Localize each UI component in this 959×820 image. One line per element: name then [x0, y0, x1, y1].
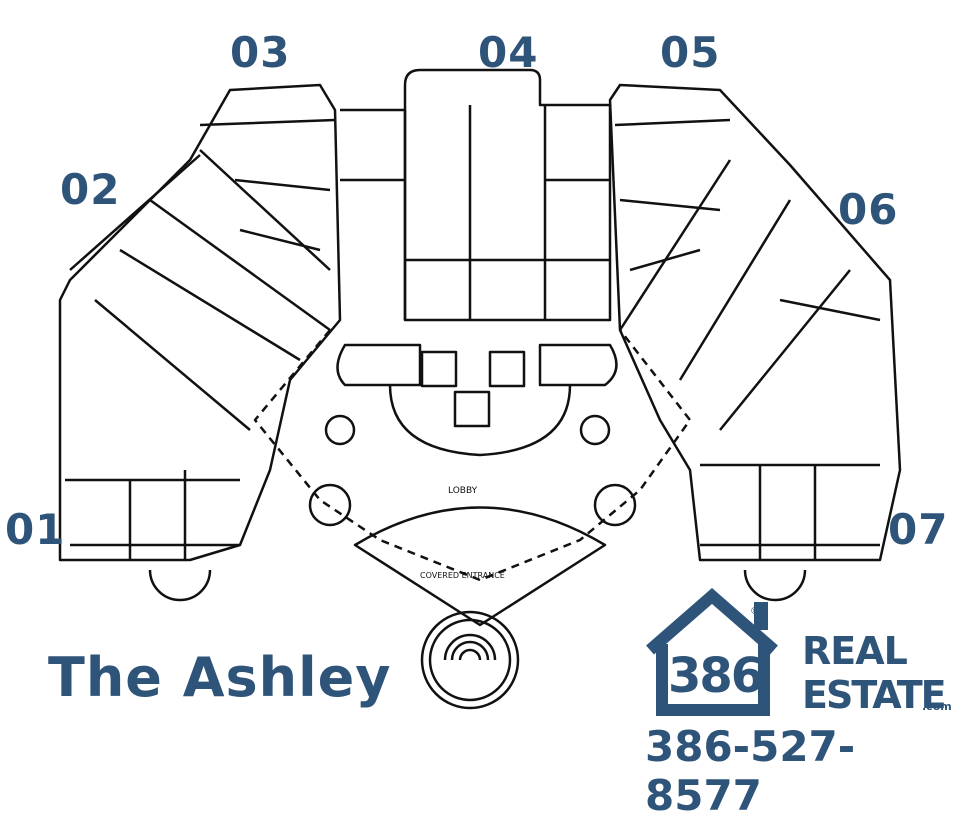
elevator-shaft-1 [420, 350, 458, 388]
logo-suffix: .com [922, 700, 952, 713]
unit-07-label: 07 [888, 505, 949, 554]
covered-entrance-arc [353, 506, 607, 627]
unit-06-walls [618, 159, 881, 431]
unit-05-label: 05 [660, 28, 721, 77]
unit-03-label: 03 [230, 28, 291, 77]
unit-04-walls [340, 105, 610, 320]
unit-04-label: 04 [478, 28, 539, 77]
floor-plan-drawing: LOBBY COVERED ENTRANCE [58, 68, 902, 710]
floor-plan-diagram: LOBBY COVERED ENTRANCE 01 02 03 04 05 06… [5, 28, 957, 820]
unit-01-rooms [65, 470, 240, 602]
elevator-shaft-2 [488, 350, 526, 388]
elevator-core [336, 343, 618, 387]
unit-01-label: 01 [5, 505, 66, 554]
drive-circle-outer [420, 610, 520, 710]
covered-entrance-label: COVERED ENTRANCE [420, 571, 505, 580]
unit-02-label: 02 [60, 165, 121, 214]
logo-line1: REAL [802, 629, 908, 673]
fountain [443, 633, 497, 661]
stair-right [593, 483, 637, 527]
building-title: The Ashley [48, 646, 392, 709]
phone-number: 386-527-8577 [645, 722, 856, 820]
unit-02-walls [69, 149, 331, 431]
brand-logo: ® 386 REAL ESTATE .com [632, 582, 957, 722]
unit-04-outline [403, 68, 612, 322]
column-right [579, 414, 611, 446]
unit-03-walls [199, 118, 336, 252]
column-left [324, 414, 356, 446]
elevator-shaft-3 [453, 390, 491, 428]
unit-07-rooms [700, 463, 880, 602]
right-wing-outline [608, 83, 902, 562]
elevator-arc [388, 384, 572, 457]
drive-circle-inner [428, 618, 512, 702]
registered-mark: ® [750, 606, 760, 617]
unit-06-label: 06 [838, 185, 899, 234]
lobby-label: LOBBY [448, 486, 478, 496]
stair-left [308, 483, 352, 527]
logo-line2: ESTATE [802, 673, 945, 717]
house-logo-icon: ® 386 REAL ESTATE .com [646, 588, 952, 717]
logo-number: 386 [668, 648, 762, 704]
